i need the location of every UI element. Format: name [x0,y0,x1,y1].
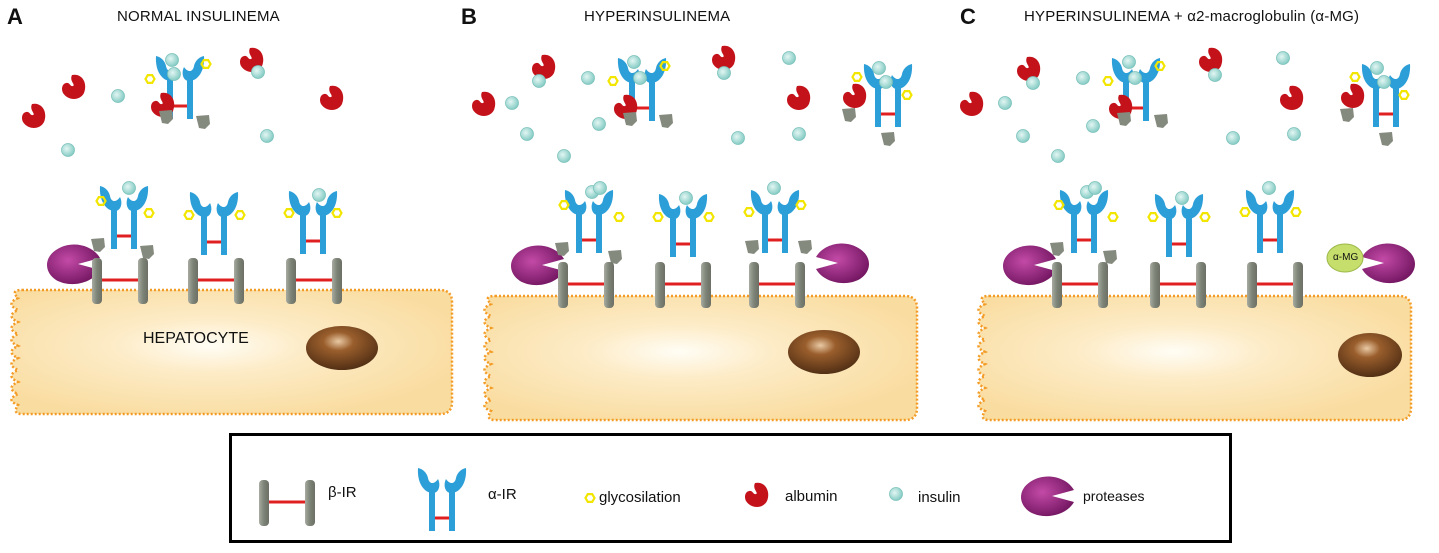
panel-b-diagram [472,45,919,422]
insulin [1086,119,1100,133]
insulin [1276,51,1290,65]
insulin [998,96,1012,110]
legend-alpha-ir-label: α-IR [488,486,517,503]
receptor-3 [743,181,812,310]
receptor-3 [1239,181,1305,310]
panel-c-letter: C [960,4,976,29]
nucleus [306,326,378,370]
receptor-1 [1050,181,1119,310]
legend-insulin-label: insulin [918,489,961,506]
legend-albumin-label: albumin [785,488,838,505]
receptor-2 [183,190,246,306]
receptor-3 [283,188,344,306]
insulin [1208,68,1222,82]
free-complex [607,55,673,128]
panel-b-letter: B [461,4,477,29]
insulin [731,131,745,145]
alpha-mg-molecule [1326,243,1364,273]
protease [511,245,564,286]
insulin [581,71,595,85]
insulin [592,117,606,131]
insulin [251,65,265,79]
free-complex [842,61,914,146]
panel-c-title: HYPERINSULINEMA + α2-macroglobulin (α-MG… [1024,8,1360,25]
insulin [260,129,274,143]
legend-box [229,433,1232,543]
receptor-1 [90,181,155,306]
albumin [62,74,86,99]
alpha-mg-label: α-MG [1333,252,1359,263]
insulin [61,143,75,157]
insulin [792,127,806,141]
receptor-2 [1147,191,1211,310]
insulin [532,74,546,88]
receptor-2 [652,191,715,310]
free-complex [1102,55,1168,128]
albumin [787,85,811,110]
insulin [1026,76,1040,90]
free-complex [144,53,212,129]
panel-c-diagram [960,47,1415,422]
legend-proteases-label: proteases [1083,488,1145,504]
insulin [1226,131,1240,145]
hepatocyte-cell [483,294,919,422]
insulin [1051,149,1065,163]
hepatocyte-cell [10,288,454,416]
albumin [320,85,344,110]
albumin [960,91,984,116]
hepatocyte-label: HEPATOCYTE [143,330,249,347]
albumin [22,103,46,128]
albumin [1280,85,1304,110]
albumin [1199,47,1223,72]
insulin [1287,127,1301,141]
legend-glycosilation-label: glycosilation [599,489,681,506]
panel-a-letter: A [7,4,23,29]
protease [1003,245,1056,286]
insulin [717,66,731,80]
insulin [782,51,796,65]
nucleus [1338,333,1402,377]
insulin [1016,129,1030,143]
hepatocyte-cell [977,294,1413,422]
panel-a-title: NORMAL INSULINEMA [117,8,280,25]
insulin [111,89,125,103]
protease [816,243,869,284]
free-complex [1340,61,1412,146]
receptor-1 [555,181,625,310]
nucleus [788,330,860,374]
insulin [1076,71,1090,85]
panel-b-title: HYPERINSULINEMA [584,8,731,25]
insulin [557,149,571,163]
legend-beta-ir-label: β-IR [328,484,357,501]
albumin [472,91,496,116]
insulin [505,96,519,110]
protease [1362,243,1415,284]
insulin [520,127,534,141]
panel-a-diagram [10,47,454,416]
